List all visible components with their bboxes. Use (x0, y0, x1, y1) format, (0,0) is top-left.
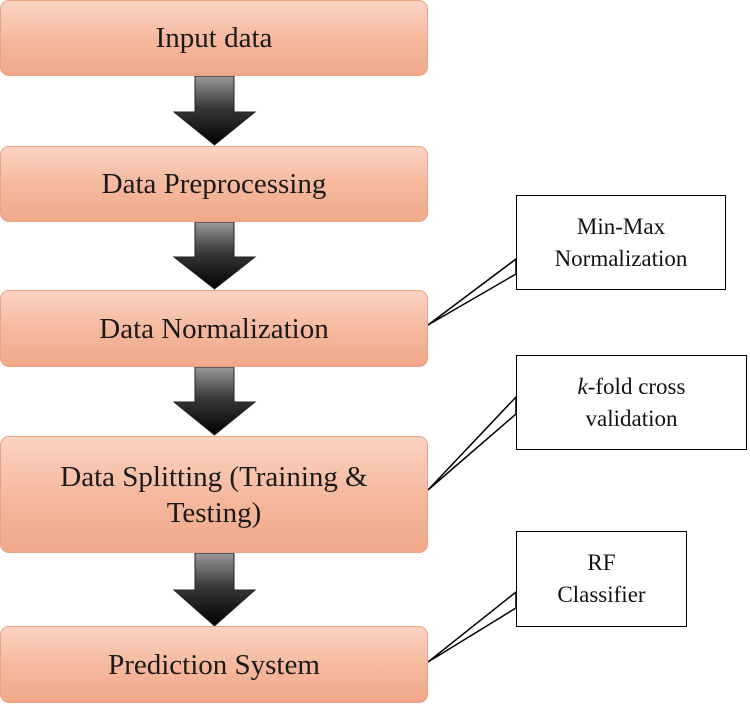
callout-text: -fold cross (587, 373, 686, 399)
down-arrow-4 (172, 552, 257, 627)
callout-min-max-normalization: Min-Max Normalization (516, 195, 726, 290)
callout-line: Normalization (554, 245, 688, 271)
step-label: Prediction System (108, 648, 320, 681)
step-prediction-system: Prediction System (0, 626, 428, 703)
step-input-data: Input data (0, 0, 428, 76)
step-label: Data Splitting (Training & Testing) (60, 460, 368, 529)
step-data-preprocessing: Data Preprocessing (0, 146, 428, 222)
callout-italic-k: k (577, 373, 588, 399)
callout-line: k-fold cross (578, 371, 686, 403)
step-label: Data Preprocessing (101, 168, 327, 200)
callout-pointer-1 (427, 257, 517, 326)
callout-line: RF (587, 550, 616, 575)
callout-line: validation (585, 405, 678, 431)
callout-line: Classifier (557, 582, 646, 607)
down-arrow-3 (172, 366, 257, 436)
callout-line: Min-Max (576, 213, 666, 239)
callout-rf-classifier: RF Classifier (516, 531, 687, 627)
callout-pointer-3 (427, 590, 517, 663)
down-arrow-2 (172, 221, 257, 290)
callout-pointer-2 (427, 395, 517, 491)
callout-k-fold-cross-validation: k-fold cross validation (516, 355, 747, 450)
step-data-normalization: Data Normalization (0, 290, 428, 367)
step-data-splitting: Data Splitting (Training & Testing) (0, 436, 428, 553)
step-label: Data Normalization (99, 312, 329, 345)
step-label: Input data (155, 22, 273, 54)
down-arrow-1 (172, 75, 257, 146)
